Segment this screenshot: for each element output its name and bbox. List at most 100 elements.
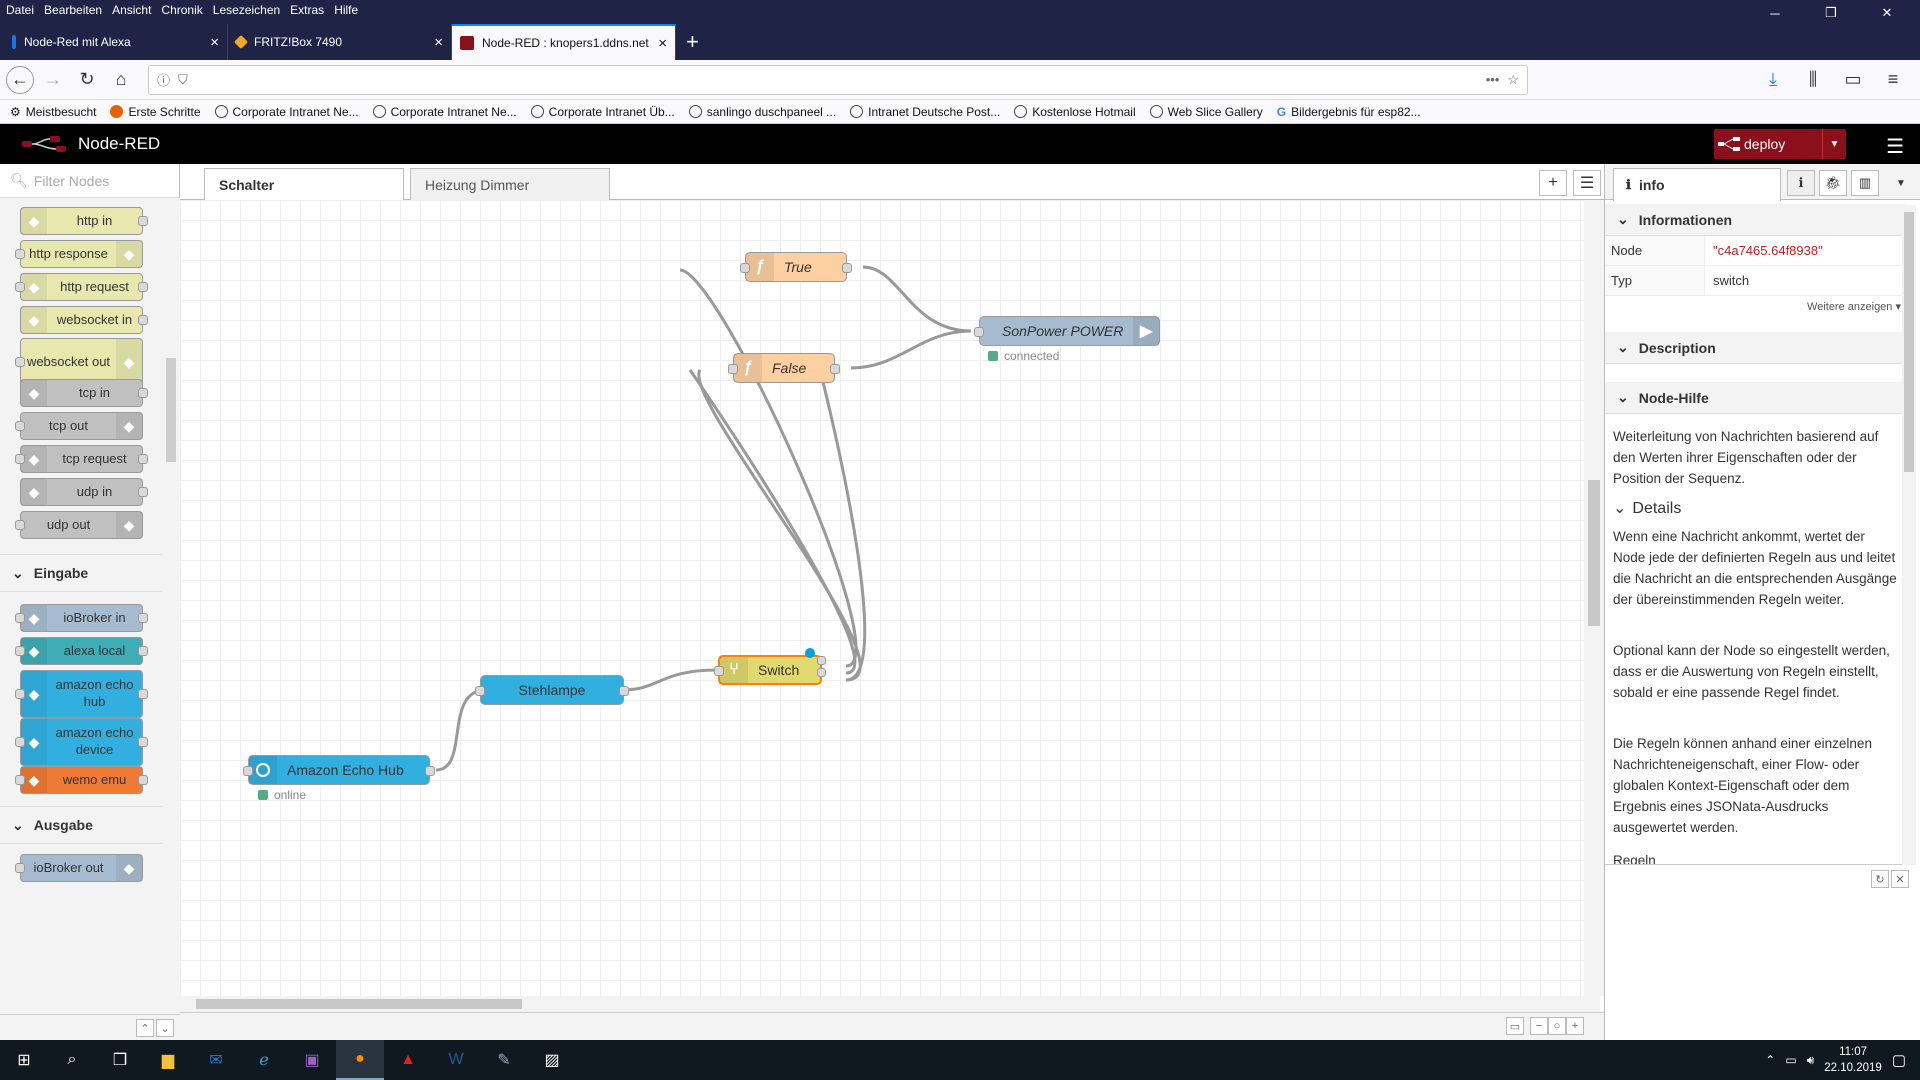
collapse-all-icon[interactable]: ⌃ (136, 1019, 154, 1037)
zoom-out-icon[interactable]: − (1530, 1017, 1548, 1035)
shield-icon[interactable]: ⛉ (178, 71, 188, 87)
download-icon[interactable]: ⤓ (1769, 69, 1777, 89)
flow-node-false[interactable]: ƒ False (728, 353, 840, 383)
minimize-icon[interactable]: ─ (1770, 5, 1780, 21)
palette-node[interactable]: tcp out◆ (15, 412, 143, 440)
palette-node[interactable]: websocket out◆ (15, 338, 143, 386)
url-bar[interactable]: ⓘ ⛉ ••• ☆ (148, 64, 1528, 95)
palette-scroll-thumb[interactable] (166, 358, 176, 462)
input-port[interactable] (475, 686, 485, 696)
input-port[interactable] (243, 766, 253, 776)
section-informationen[interactable]: ⌄ Informationen (1605, 204, 1905, 236)
notifications-icon[interactable]: ▢ (1891, 1052, 1906, 1069)
browser-tab-fritzbox[interactable]: FRITZ!Box 7490 × (228, 24, 452, 60)
windows-start-icon[interactable]: ⊞ (17, 1052, 31, 1069)
firefox-icon[interactable]: ● (336, 1040, 384, 1080)
palette-node[interactable]: ◆tcp request (15, 445, 148, 473)
main-menu-icon[interactable]: ☰ (1886, 136, 1904, 158)
canvas-hscroll-thumb[interactable] (196, 999, 522, 1009)
section-description[interactable]: ⌄ Description (1605, 332, 1905, 364)
bookmark-item[interactable]: sanlingo duschpaneel ... (688, 105, 836, 119)
palette-node[interactable]: ◆amazon echo device (15, 718, 148, 766)
menu-lesezeichen[interactable]: Lesezeichen (212, 3, 281, 17)
sidebar-scroll-thumb[interactable] (1904, 212, 1914, 472)
home-icon[interactable]: ⌂ (115, 69, 127, 89)
restore-icon[interactable]: ❐ (1825, 5, 1837, 20)
output-port[interactable] (425, 766, 435, 776)
browser-tab-node-red-alexa[interactable]: Node-Red mit Alexa × (4, 24, 228, 60)
menu-ansicht[interactable]: Ansicht (112, 3, 152, 17)
page-actions-icon[interactable]: ••• (1485, 72, 1500, 87)
input-port[interactable] (728, 364, 738, 374)
tab-info[interactable]: ℹ info (1613, 168, 1781, 201)
input-port[interactable] (974, 327, 984, 337)
outlook-icon[interactable]: ✉ (209, 1052, 223, 1069)
canvas-vscroll-thumb[interactable] (1588, 480, 1600, 626)
zoom-reset-icon[interactable]: ○ (1548, 1017, 1566, 1035)
flow-node-sonpower[interactable]: SonPower POWER ▶ (974, 316, 1160, 346)
menu-chronik[interactable]: Chronik (161, 3, 203, 17)
close-window-icon[interactable]: ✕ (1881, 5, 1893, 20)
debug-icon[interactable]: 🐞︎ (1819, 170, 1847, 196)
info-icon[interactable]: ⓘ (157, 73, 171, 88)
photos-icon[interactable]: ▨ (544, 1052, 560, 1069)
category-ausgabe[interactable]: ⌄Ausgabe (0, 806, 162, 844)
media-app-icon[interactable]: ▣ (304, 1052, 320, 1069)
bookmark-item[interactable]: Intranet Deutsche Post... (850, 105, 1000, 119)
reload-icon[interactable]: ↻ (79, 69, 95, 89)
task-view-icon[interactable]: ❒ (112, 1052, 128, 1069)
library-icon[interactable]: ⫼ (1808, 69, 1818, 89)
menu-hilfe[interactable]: Hilfe (334, 3, 359, 17)
volume-icon[interactable]: 🔊︎ (1806, 1052, 1815, 1067)
navigator-icon[interactable]: ▭ (1506, 1017, 1524, 1035)
palette-node[interactable]: ioBroker out◆ (15, 854, 143, 882)
flow-node-echo-hub[interactable]: Amazon Echo Hub (243, 755, 435, 785)
bookmark-item[interactable]: Web Slice Gallery (1149, 105, 1263, 119)
bookmark-item[interactable]: Corporate Intranet Üb... (530, 105, 675, 119)
menu-datei[interactable]: Datei (6, 3, 35, 17)
sidebar-menu-icon[interactable]: ▼ (1896, 177, 1906, 189)
flow-node-switch[interactable]: ⑂ Switch (714, 655, 826, 685)
zoom-in-icon[interactable]: + (1566, 1017, 1584, 1035)
list-flows-icon[interactable]: ☰ (1573, 170, 1601, 196)
tab-close-icon[interactable]: × (434, 33, 443, 51)
input-port[interactable] (714, 666, 724, 676)
palette-node[interactable]: ◆ioBroker in (15, 604, 148, 632)
word-icon[interactable]: W (448, 1051, 464, 1068)
tab-close-icon[interactable]: × (658, 34, 667, 52)
canvas-hscrollbar[interactable] (180, 996, 1600, 1012)
palette-scrollbar[interactable] (162, 198, 180, 1018)
filter-nodes-input[interactable]: 🔍︎ Filter Nodes (0, 164, 179, 198)
palette-node[interactable]: ◆tcp in (20, 379, 148, 407)
flow-node-true[interactable]: ƒ True (740, 252, 852, 282)
palette-node[interactable]: ◆udp in (20, 478, 148, 506)
file-explorer-icon[interactable]: ▆ (161, 1052, 175, 1069)
output-port[interactable] (619, 686, 629, 696)
bookmark-item[interactable]: Corporate Intranet Ne... (372, 105, 517, 119)
bookmark-item[interactable]: Kostenlose Hotmail (1014, 105, 1136, 119)
paint-icon[interactable]: ✎ (497, 1052, 511, 1069)
menu-extras[interactable]: Extras (290, 3, 325, 17)
palette-node[interactable]: ◆amazon echo hub (15, 670, 148, 718)
close-icon[interactable]: ✕ (1891, 870, 1909, 888)
tab-schalter[interactable]: Schalter (204, 168, 404, 201)
edge-icon[interactable]: ℯ (259, 1052, 269, 1069)
back-icon[interactable]: ← (6, 65, 34, 94)
flow-node-stehlampe[interactable]: Stehlampe (475, 675, 629, 705)
search-icon[interactable]: ⌕ (67, 1051, 77, 1068)
category-eingabe[interactable]: ⌄Eingabe (0, 554, 162, 592)
output-port[interactable] (842, 263, 852, 273)
output-port[interactable] (830, 364, 840, 374)
tab-close-icon[interactable]: × (210, 33, 219, 51)
section-node-hilfe[interactable]: ⌄ Node-Hilfe (1605, 382, 1905, 414)
clock[interactable]: 11:07 22.10.2019 (1824, 1046, 1882, 1074)
palette-node[interactable]: ◆http request (15, 273, 148, 301)
tab-heizung-dimmer[interactable]: Heizung Dimmer (410, 168, 610, 200)
add-flow-icon[interactable]: + (1539, 170, 1567, 196)
menu-bearbeiten[interactable]: Bearbeiten (44, 3, 103, 17)
flow-canvas[interactable]: ƒ True ƒ False SonPower POWER ▶ connecte… (180, 200, 1592, 996)
input-port[interactable] (740, 263, 750, 273)
bookmark-star-icon[interactable]: ☆ (1507, 71, 1519, 87)
bookmark-item[interactable]: Corporate Intranet Ne... (214, 105, 359, 119)
forward-icon[interactable]: → (44, 69, 62, 89)
